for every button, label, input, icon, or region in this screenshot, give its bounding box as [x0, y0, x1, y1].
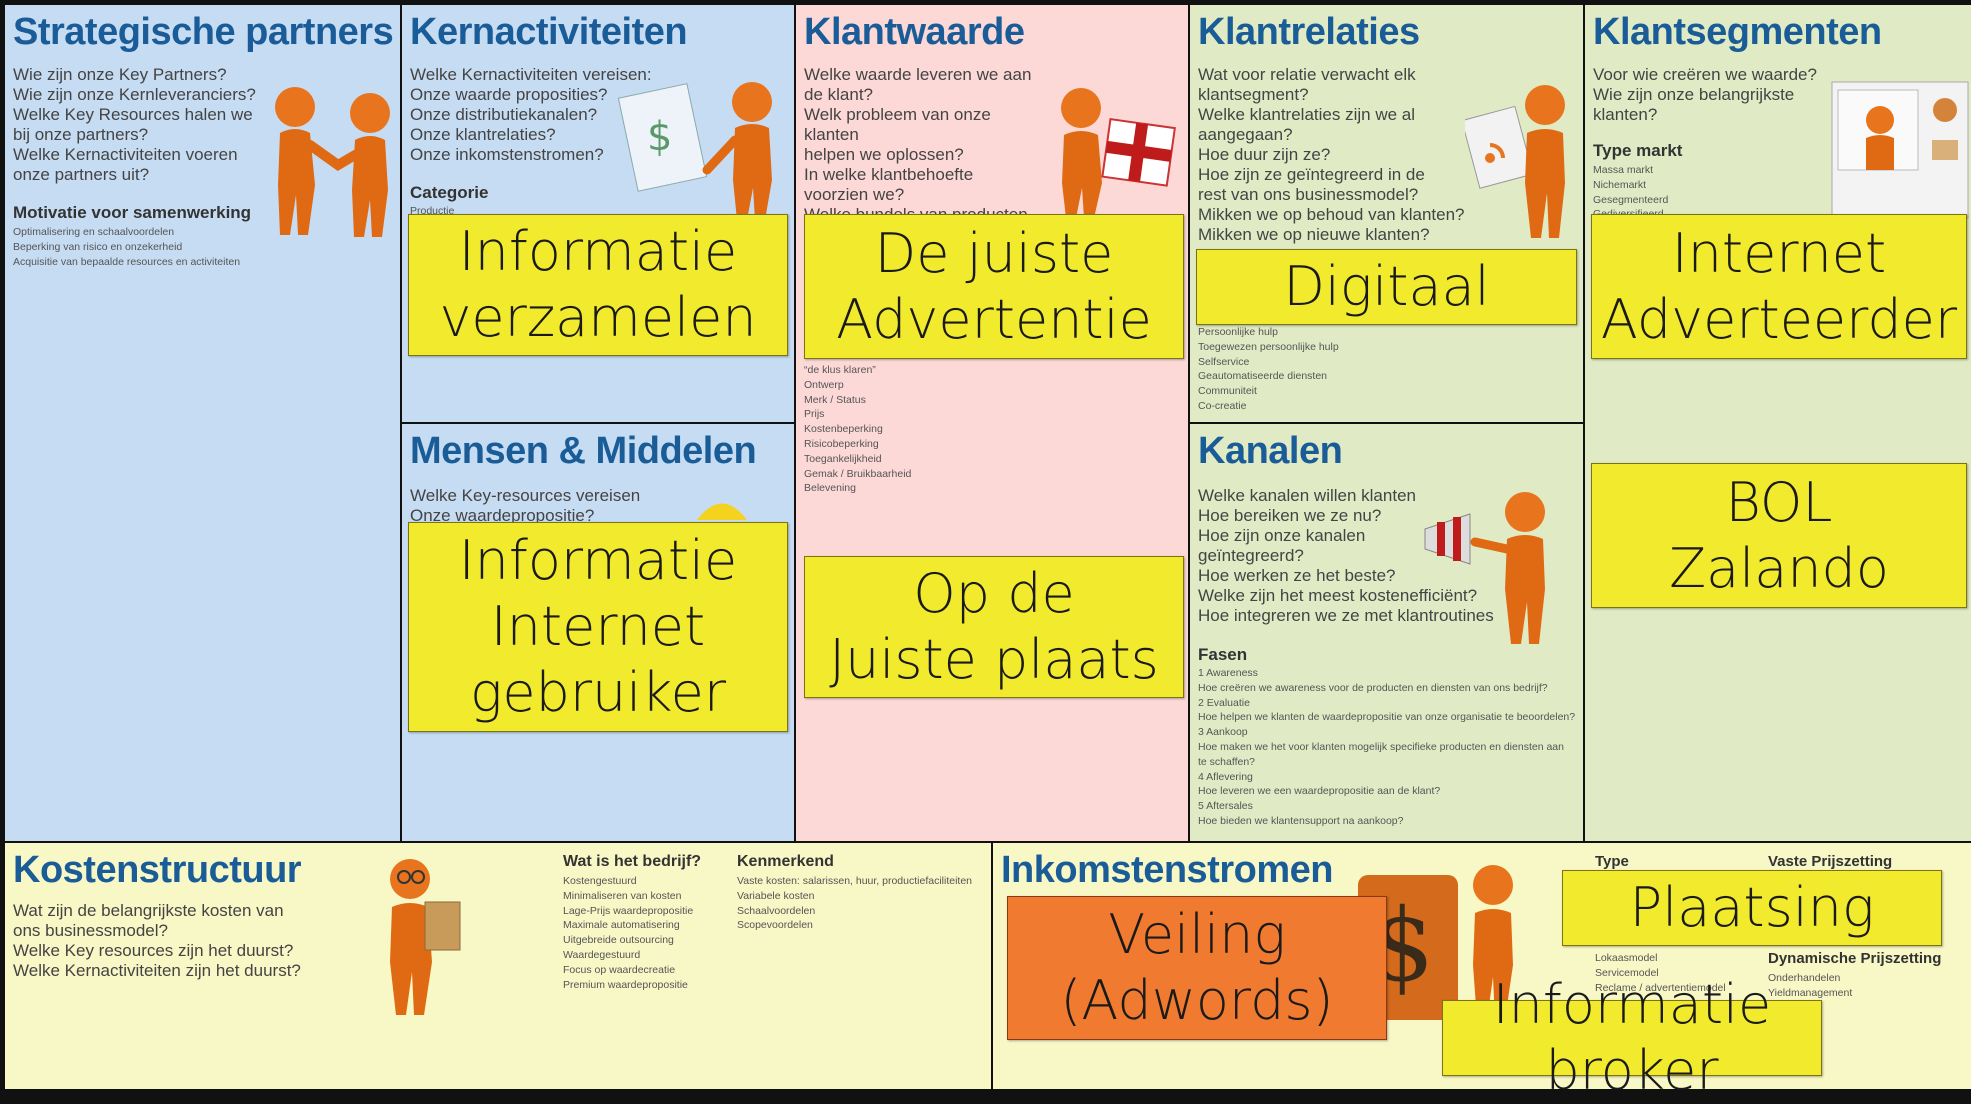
revenue-items-dynamic-pricing: Onderhandelen Yieldmanagement — [1768, 972, 1853, 999]
value-proposition-block: Klantwaarde Welke waarde leveren we aan … — [796, 5, 1188, 841]
sticky-note-veiling-adwords: Veiling (Adwords) — [1007, 896, 1387, 1040]
costs-items-company: Kostengestuurd Minimaliseren van kosten … — [563, 875, 694, 991]
sticky-note-internet-adverteerder: Internet Adverteerder — [1591, 214, 1967, 359]
revenue-subtitle-type: Type — [1595, 853, 1629, 870]
relations-items: Persoonlijke hulp Toegewezen persoonlijk… — [1198, 326, 1339, 412]
key-resources-questions: Welke Key-resources vereisen Onze waarde… — [410, 486, 641, 525]
rss-figure-icon — [1465, 85, 1565, 238]
channels-items: 1 Awareness Hoe creëren we awareness voo… — [1198, 667, 1576, 827]
revenue-subtitle-fixed-pricing: Vaste Prijszetting — [1768, 853, 1893, 870]
customer-segments-block: Klantsegmenten Voor wie creëren we waard… — [1585, 5, 1971, 841]
painter-figure-icon: $ — [617, 82, 772, 220]
value-title: Klantwaarde — [804, 11, 1025, 53]
value-questions: Welke waarde leveren we aan de klant? We… — [804, 65, 1032, 224]
sticky-note-digitaal: Digitaal — [1196, 249, 1577, 325]
customer-relationships-block: Klantrelaties Wat voor relatie verwacht … — [1190, 5, 1583, 422]
key-partners-block: Strategische partners Wie zijn onze Key … — [5, 5, 400, 841]
handshake-figures-icon — [275, 87, 390, 237]
key-partners-title: Strategische partners — [13, 11, 394, 53]
channels-subtitle: Fasen — [1198, 645, 1248, 664]
revenue-title: Inkomstenstromen — [1001, 849, 1333, 891]
costs-title: Kostenstructuur — [13, 849, 302, 891]
channels-block: Kanalen Welke kanalen willen klanten Hoe… — [1190, 424, 1583, 841]
sticky-note-bol-zalando: BOL Zalando — [1591, 463, 1967, 608]
relations-questions: Wat voor relatie verwacht elk klantsegme… — [1198, 65, 1465, 244]
relations-title: Klantrelaties — [1198, 11, 1420, 53]
key-partners-items: Optimalisering en schaalvoordelen Beperk… — [13, 226, 241, 268]
gift-figure-icon — [1061, 88, 1176, 218]
sticky-note-informatie-verzamelen: Informatie verzamelen — [408, 214, 788, 356]
sticky-note-de-juiste-advertentie: De juiste Advertentie — [804, 214, 1184, 359]
revenue-items-type: Lokaasmodel Servicemodel Reclame / adver… — [1595, 952, 1726, 994]
clipboard-figure-icon — [390, 859, 461, 1015]
key-resources-title: Mensen & Middelen — [410, 430, 757, 472]
costs-subtitle-company: Wat is het bedrijf? — [563, 853, 702, 870]
key-activities-subtitle: Categorie — [410, 183, 489, 202]
shelf-figure-icon — [1831, 81, 1969, 219]
costs-subtitle-characteristic: Kenmerkend — [737, 853, 834, 870]
costs-questions: Wat zijn de belangrijkste kosten van ons… — [13, 901, 301, 980]
svg-text:$: $ — [647, 114, 672, 160]
key-partners-questions: Wie zijn onze Key Partners? Wie zijn onz… — [13, 65, 256, 184]
key-partners-subtitle: Motivatie voor samenwerking — [13, 203, 252, 222]
channels-title: Kanalen — [1198, 430, 1343, 472]
key-activities-title: Kernactiviteiten — [410, 11, 688, 53]
sticky-note-informatie-internet-gebruiker: Informatie Internet gebruiker — [408, 522, 788, 732]
costs-items-characteristic: Vaste kosten: salarissen, huur, producti… — [737, 875, 973, 932]
hardhat-figure-icon — [697, 503, 747, 520]
cost-structure-block: Kostenstructuur Wat zijn de belangrijkst… — [5, 843, 991, 1089]
segments-title: Klantsegmenten — [1593, 11, 1882, 53]
sticky-note-op-de-juiste-plaats: Op de Juiste plaats — [804, 556, 1184, 698]
value-items: “de klus klaren” Ontwerp Merk / Status P… — [804, 364, 912, 495]
channels-questions: Welke kanalen willen klanten Hoe bereike… — [1198, 486, 1494, 625]
sticky-note-informatie-broker: Informatie broker — [1442, 973, 1822, 1102]
revenue-subtitle-dynamic-pricing: Dynamische Prijszetting — [1768, 950, 1942, 967]
segments-subtitle: Type markt — [1593, 141, 1683, 160]
key-activities-questions: Welke Kernactiviteiten vereisen: Onze wa… — [410, 65, 652, 164]
segments-questions: Voor wie creëren we waarde? Wie zijn onz… — [1593, 65, 1817, 124]
megaphone-figure-icon — [1424, 492, 1545, 644]
sticky-note-plaatsing: Plaatsing — [1562, 870, 1942, 946]
